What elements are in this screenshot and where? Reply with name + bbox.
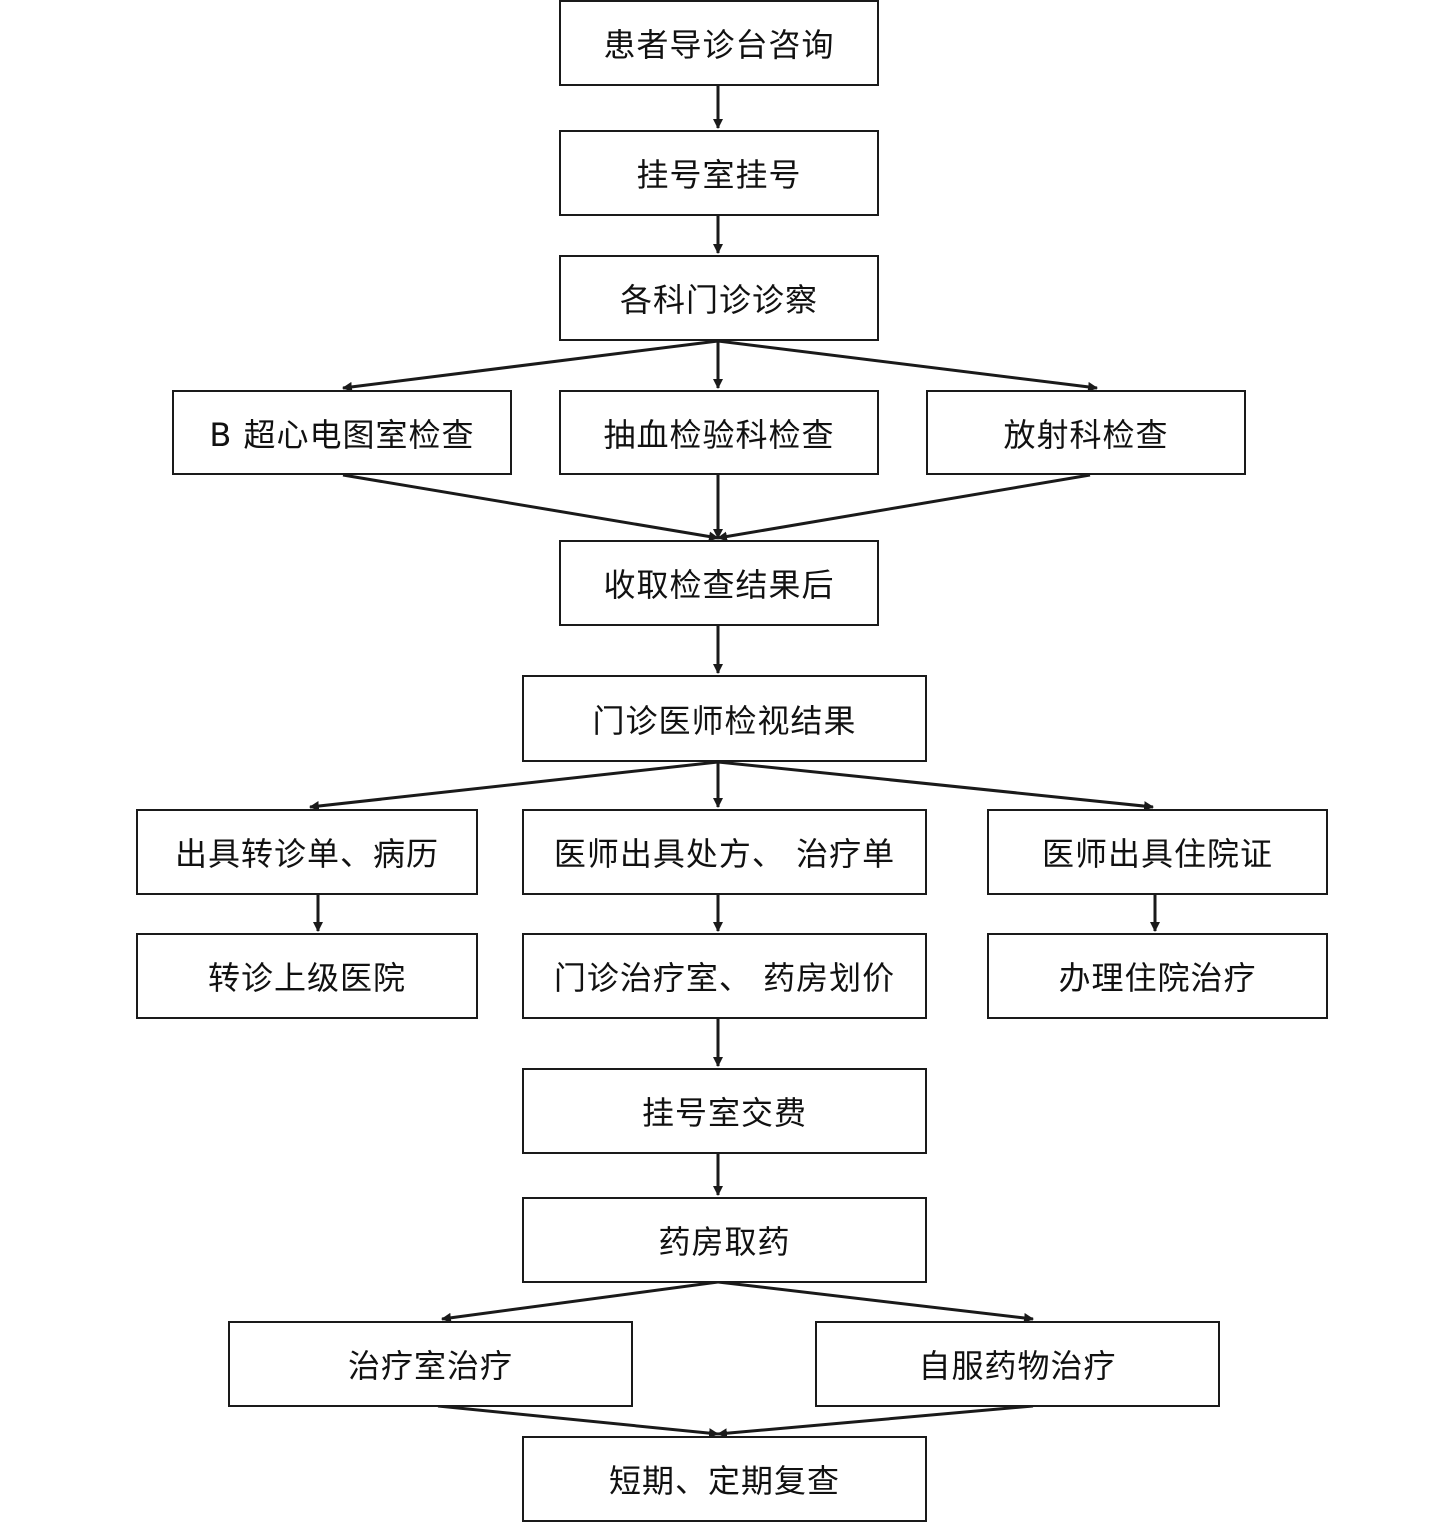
node-radiology-label: 放射科检查 — [1003, 415, 1169, 454]
arrow-medicine-to-self-medication — [717, 1280, 1034, 1323]
node-review-results: 门诊医师检视结果 — [522, 675, 927, 762]
arrow-radiology-to-collect — [717, 473, 1091, 542]
arrow-diagnosis-to-ultrasound — [342, 339, 719, 392]
arrow-ultrasound-to-collect — [342, 473, 719, 542]
node-collect-results-label: 收取检查结果后 — [603, 566, 835, 604]
node-transfer: 转诊上级医院 — [136, 933, 478, 1019]
node-room-treatment: 治疗室治疗 — [228, 1321, 633, 1407]
node-register-label: 挂号室挂号 — [636, 156, 802, 194]
node-collect-results: 收取检查结果后 — [559, 540, 879, 626]
arrow-room-treatment-to-follow-up — [437, 1404, 719, 1439]
node-payment-label: 挂号室交费 — [641, 1094, 807, 1132]
node-ultrasound-label: B 超心电图室检查 — [209, 415, 475, 454]
node-referral-doc-label: 出具转诊单、病历 — [174, 835, 439, 873]
node-hospitalize: 办理住院治疗 — [987, 933, 1328, 1019]
node-self-medication-label: 自服药物治疗 — [918, 1347, 1117, 1385]
node-self-medication: 自服药物治疗 — [815, 1321, 1220, 1407]
node-diagnosis-label: 各科门诊诊察 — [619, 281, 818, 319]
arrow-review-to-referral — [309, 760, 719, 811]
node-register: 挂号室挂号 — [559, 130, 879, 216]
node-admission-cert-label: 医师出具住院证 — [1041, 835, 1273, 873]
node-follow-up-label: 短期、定期复查 — [608, 1462, 840, 1500]
node-radiology: 放射科检查 — [926, 390, 1246, 475]
node-hospitalize-label: 办理住院治疗 — [1058, 959, 1257, 997]
node-pricing: 门诊治疗室、 药房划价 — [522, 933, 927, 1019]
node-room-treatment-label: 治疗室治疗 — [347, 1347, 513, 1385]
arrow-diagnosis-to-radiology — [717, 339, 1098, 392]
arrow-medicine-to-room-treatment — [441, 1280, 719, 1323]
node-follow-up: 短期、定期复查 — [522, 1436, 927, 1522]
node-blood-test: 抽血检验科检查 — [559, 390, 879, 475]
node-consult: 患者导诊台咨询 — [559, 0, 879, 86]
node-diagnosis: 各科门诊诊察 — [559, 255, 879, 341]
arrow-self-medication-to-follow-up — [717, 1404, 1034, 1439]
node-get-medicine-label: 药房取药 — [658, 1223, 791, 1261]
node-review-results-label: 门诊医师检视结果 — [592, 701, 857, 740]
node-ultrasound: B 超心电图室检查 — [172, 390, 512, 475]
node-admission-cert: 医师出具住院证 — [987, 809, 1328, 895]
arrow-review-to-admission — [717, 760, 1154, 812]
node-prescription: 医师出具处方、 治疗单 — [522, 809, 927, 895]
node-transfer-label: 转诊上级医院 — [207, 959, 406, 997]
node-referral-doc: 出具转诊单、病历 — [136, 809, 478, 895]
node-consult-label: 患者导诊台咨询 — [603, 26, 835, 64]
node-prescription-label: 医师出具处方、 治疗单 — [553, 835, 896, 873]
node-payment: 挂号室交费 — [522, 1068, 927, 1154]
node-pricing-label: 门诊治疗室、 药房划价 — [553, 959, 896, 997]
node-blood-test-label: 抽血检验科检查 — [603, 415, 835, 454]
node-get-medicine: 药房取药 — [522, 1197, 927, 1283]
